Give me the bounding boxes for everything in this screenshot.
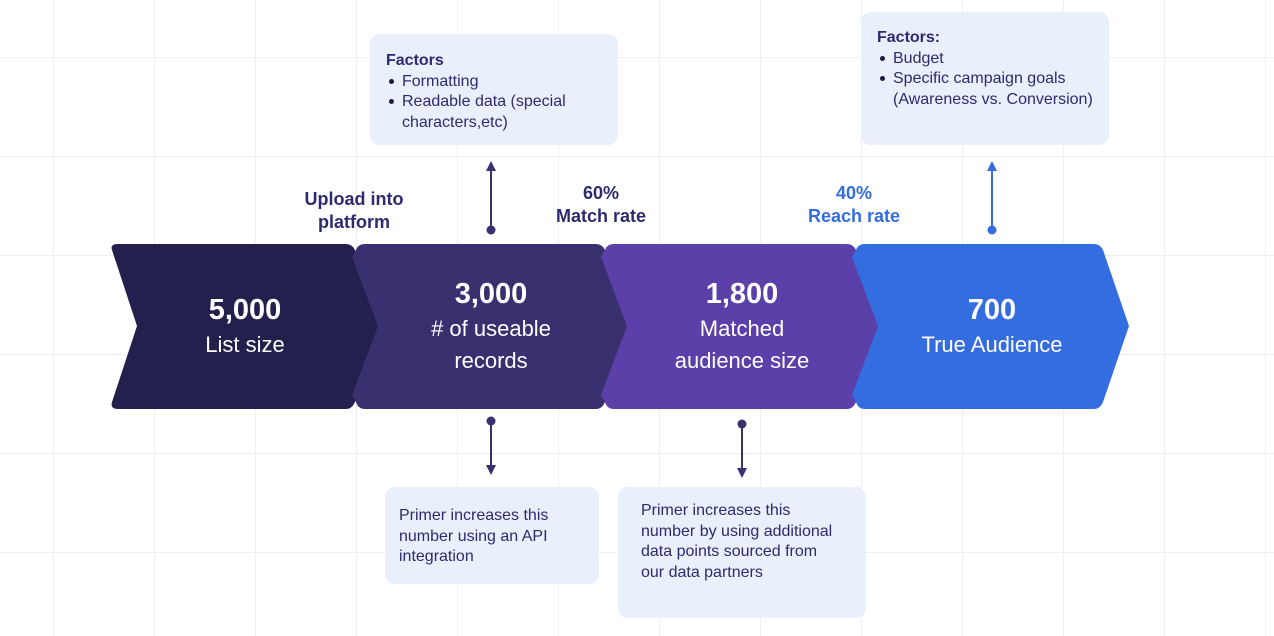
factor-item: Specific campaign goals (Awareness vs. C…: [877, 69, 1093, 110]
arrow-down-matched: [737, 419, 747, 478]
chevron-true-audience: [852, 244, 1129, 409]
factors-list: Budget Specific campaign goals (Awarenes…: [877, 49, 1093, 111]
chevron-matched-audience: [601, 244, 882, 409]
factors-title: Factors: [386, 52, 444, 69]
data-partners-note: Primer increases this number by using ad…: [618, 487, 866, 618]
match-rate-text: Match rate: [555, 206, 647, 226]
stage-caption: Matched audience size: [674, 315, 810, 373]
factor-item: Formatting: [386, 72, 602, 93]
reach-rate-pct: 40%: [835, 183, 873, 203]
reach-rate-label: 40% Reach rate: [784, 182, 924, 228]
factors-note-records: Factors Formatting Readable data (specia…: [370, 34, 618, 145]
factor-item: Readable data (special characters,etc): [386, 92, 602, 133]
chevron-list-size: [111, 244, 382, 409]
match-rate-pct: 60%: [582, 183, 620, 203]
upload-label-line: platform: [318, 212, 390, 232]
factors-title: Factors:: [877, 29, 941, 46]
factors-note-true-audience: Factors: Budget Specific campaign goals …: [861, 12, 1109, 145]
stage-list-size: 5,000 List size: [134, 244, 356, 409]
stage-value: 5,000: [208, 293, 282, 326]
stage-value: 1,800: [705, 277, 779, 310]
api-integration-note: Primer increases this number using an AP…: [385, 487, 599, 584]
stage-value: 3,000: [454, 277, 528, 310]
stage-useable-records: 3,000 # of useable records: [381, 244, 601, 409]
stage-caption: List size: [205, 331, 285, 357]
upload-label-line: Upload into: [304, 189, 404, 209]
chevron-useable-records: [352, 244, 630, 409]
stage-caption: True Audience: [921, 331, 1063, 357]
factors-list: Formatting Readable data (special charac…: [386, 72, 602, 134]
stage-value: 700: [967, 293, 1017, 326]
factor-item: Budget: [877, 49, 1093, 70]
data-partners-text: Primer increases this number by using ad…: [641, 502, 833, 581]
upload-label: Upload into platform: [289, 188, 419, 234]
stage-true-audience: 700 True Audience: [882, 244, 1102, 409]
arrow-down-records: [486, 416, 496, 475]
arrow-up-records: [486, 161, 496, 235]
arrow-up-true-audience: [987, 161, 997, 235]
match-rate-label: 60% Match rate: [531, 182, 671, 228]
stage-matched-audience: 1,800 Matched audience size: [632, 244, 852, 409]
reach-rate-text: Reach rate: [807, 206, 901, 226]
stage-caption: # of useable records: [431, 315, 551, 373]
api-integration-text: Primer increases this number using an AP…: [399, 507, 549, 565]
